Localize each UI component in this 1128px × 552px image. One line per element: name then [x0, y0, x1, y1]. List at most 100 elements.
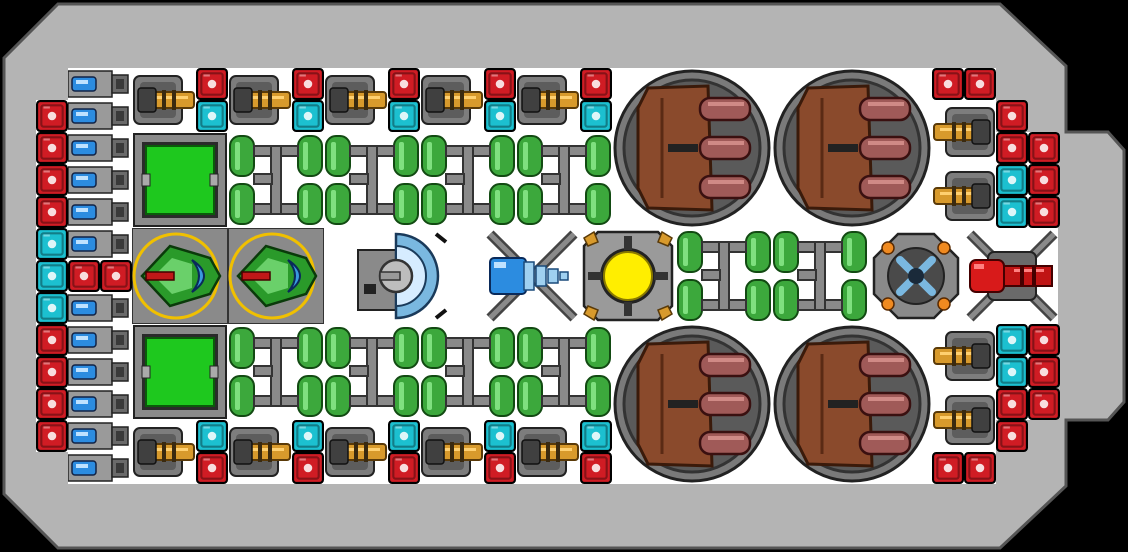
red-armor-block-icon[interactable]: [36, 388, 68, 420]
cyan-armor-block-icon[interactable]: [580, 100, 612, 132]
fuel-tank-icon[interactable]: [516, 324, 612, 420]
red-armor-block-icon[interactable]: [1028, 324, 1060, 356]
red-armor-block-icon[interactable]: [996, 100, 1028, 132]
tractor-beam-icon[interactable]: [484, 228, 580, 324]
fuel-tank-icon[interactable]: [228, 324, 324, 420]
thruster-icon[interactable]: [68, 132, 132, 164]
fuel-tank-icon[interactable]: [516, 132, 612, 228]
cyan-armor-block-icon[interactable]: [996, 196, 1028, 228]
red-armor-block-icon[interactable]: [36, 164, 68, 196]
red-armor-block-icon[interactable]: [36, 356, 68, 388]
fighter-bay-icon[interactable]: [228, 228, 324, 324]
red-armor-block-icon[interactable]: [996, 420, 1028, 452]
red-armor-block-icon[interactable]: [388, 452, 420, 484]
cyan-armor-block-icon[interactable]: [996, 324, 1028, 356]
red-armor-block-icon[interactable]: [292, 452, 324, 484]
red-armor-block-icon[interactable]: [1028, 356, 1060, 388]
thruster-icon[interactable]: [68, 100, 132, 132]
fighter-bay-icon[interactable]: [132, 228, 228, 324]
thruster-icon[interactable]: [68, 388, 132, 420]
red-armor-block-icon[interactable]: [580, 68, 612, 100]
red-armor-block-icon[interactable]: [964, 452, 996, 484]
red-armor-block-icon[interactable]: [36, 132, 68, 164]
cannon-icon[interactable]: [132, 420, 196, 484]
red-armor-block-icon[interactable]: [1028, 132, 1060, 164]
cannon-icon[interactable]: [324, 420, 388, 484]
cyan-armor-block-icon[interactable]: [36, 292, 68, 324]
fuel-tank-icon[interactable]: [772, 228, 868, 324]
laser-turret-icon[interactable]: [964, 228, 1060, 324]
red-armor-block-icon[interactable]: [36, 196, 68, 228]
cannon-icon[interactable]: [932, 388, 996, 452]
cyan-armor-block-icon[interactable]: [36, 228, 68, 260]
red-armor-block-icon[interactable]: [36, 324, 68, 356]
red-armor-block-icon[interactable]: [932, 68, 964, 100]
thruster-icon[interactable]: [68, 324, 132, 356]
red-armor-block-icon[interactable]: [292, 68, 324, 100]
cyan-armor-block-icon[interactable]: [292, 100, 324, 132]
cyan-armor-block-icon[interactable]: [388, 100, 420, 132]
red-armor-block-icon[interactable]: [196, 68, 228, 100]
red-armor-block-icon[interactable]: [996, 388, 1028, 420]
red-armor-block-icon[interactable]: [484, 68, 516, 100]
cyan-armor-block-icon[interactable]: [484, 420, 516, 452]
cannon-icon[interactable]: [932, 164, 996, 228]
storage-container-icon[interactable]: [132, 324, 228, 420]
cyan-armor-block-icon[interactable]: [996, 164, 1028, 196]
red-armor-block-icon[interactable]: [1028, 388, 1060, 420]
fuel-tank-icon[interactable]: [324, 132, 420, 228]
fuel-tank-icon[interactable]: [420, 324, 516, 420]
fuel-tank-icon[interactable]: [228, 132, 324, 228]
shield-generator-icon[interactable]: [356, 228, 452, 324]
cannon-icon[interactable]: [932, 324, 996, 388]
cyan-armor-block-icon[interactable]: [196, 420, 228, 452]
cannon-icon[interactable]: [324, 68, 388, 132]
gyroscope-icon[interactable]: [868, 228, 964, 324]
thruster-icon[interactable]: [68, 292, 132, 324]
missile-launcher-icon[interactable]: [612, 68, 772, 228]
red-armor-block-icon[interactable]: [36, 100, 68, 132]
cyan-armor-block-icon[interactable]: [388, 420, 420, 452]
fuel-tank-icon[interactable]: [676, 228, 772, 324]
thruster-icon[interactable]: [68, 420, 132, 452]
thruster-icon[interactable]: [68, 164, 132, 196]
red-armor-block-icon[interactable]: [68, 260, 100, 292]
cannon-icon[interactable]: [420, 420, 484, 484]
cannon-icon[interactable]: [516, 68, 580, 132]
red-armor-block-icon[interactable]: [196, 452, 228, 484]
thruster-icon[interactable]: [68, 228, 132, 260]
cannon-icon[interactable]: [228, 420, 292, 484]
cyan-armor-block-icon[interactable]: [996, 356, 1028, 388]
cannon-icon[interactable]: [516, 420, 580, 484]
thruster-icon[interactable]: [68, 356, 132, 388]
red-armor-block-icon[interactable]: [580, 452, 612, 484]
thruster-icon[interactable]: [68, 68, 132, 100]
cannon-icon[interactable]: [132, 68, 196, 132]
red-armor-block-icon[interactable]: [964, 68, 996, 100]
red-armor-block-icon[interactable]: [932, 452, 964, 484]
thruster-icon[interactable]: [68, 196, 132, 228]
red-armor-block-icon[interactable]: [36, 420, 68, 452]
cannon-icon[interactable]: [228, 68, 292, 132]
missile-launcher-icon[interactable]: [772, 68, 932, 228]
red-armor-block-icon[interactable]: [484, 452, 516, 484]
reactor-icon[interactable]: [580, 228, 676, 324]
cyan-armor-block-icon[interactable]: [292, 420, 324, 452]
missile-launcher-icon[interactable]: [772, 324, 932, 484]
missile-launcher-icon[interactable]: [612, 324, 772, 484]
thruster-icon[interactable]: [68, 452, 132, 484]
red-armor-block-icon[interactable]: [996, 132, 1028, 164]
storage-container-icon[interactable]: [132, 132, 228, 228]
cannon-icon[interactable]: [420, 68, 484, 132]
cyan-armor-block-icon[interactable]: [36, 260, 68, 292]
red-armor-block-icon[interactable]: [100, 260, 132, 292]
red-armor-block-icon[interactable]: [1028, 164, 1060, 196]
cyan-armor-block-icon[interactable]: [196, 100, 228, 132]
cannon-icon[interactable]: [932, 100, 996, 164]
cyan-armor-block-icon[interactable]: [484, 100, 516, 132]
fuel-tank-icon[interactable]: [420, 132, 516, 228]
cyan-armor-block-icon[interactable]: [580, 420, 612, 452]
red-armor-block-icon[interactable]: [1028, 196, 1060, 228]
fuel-tank-icon[interactable]: [324, 324, 420, 420]
